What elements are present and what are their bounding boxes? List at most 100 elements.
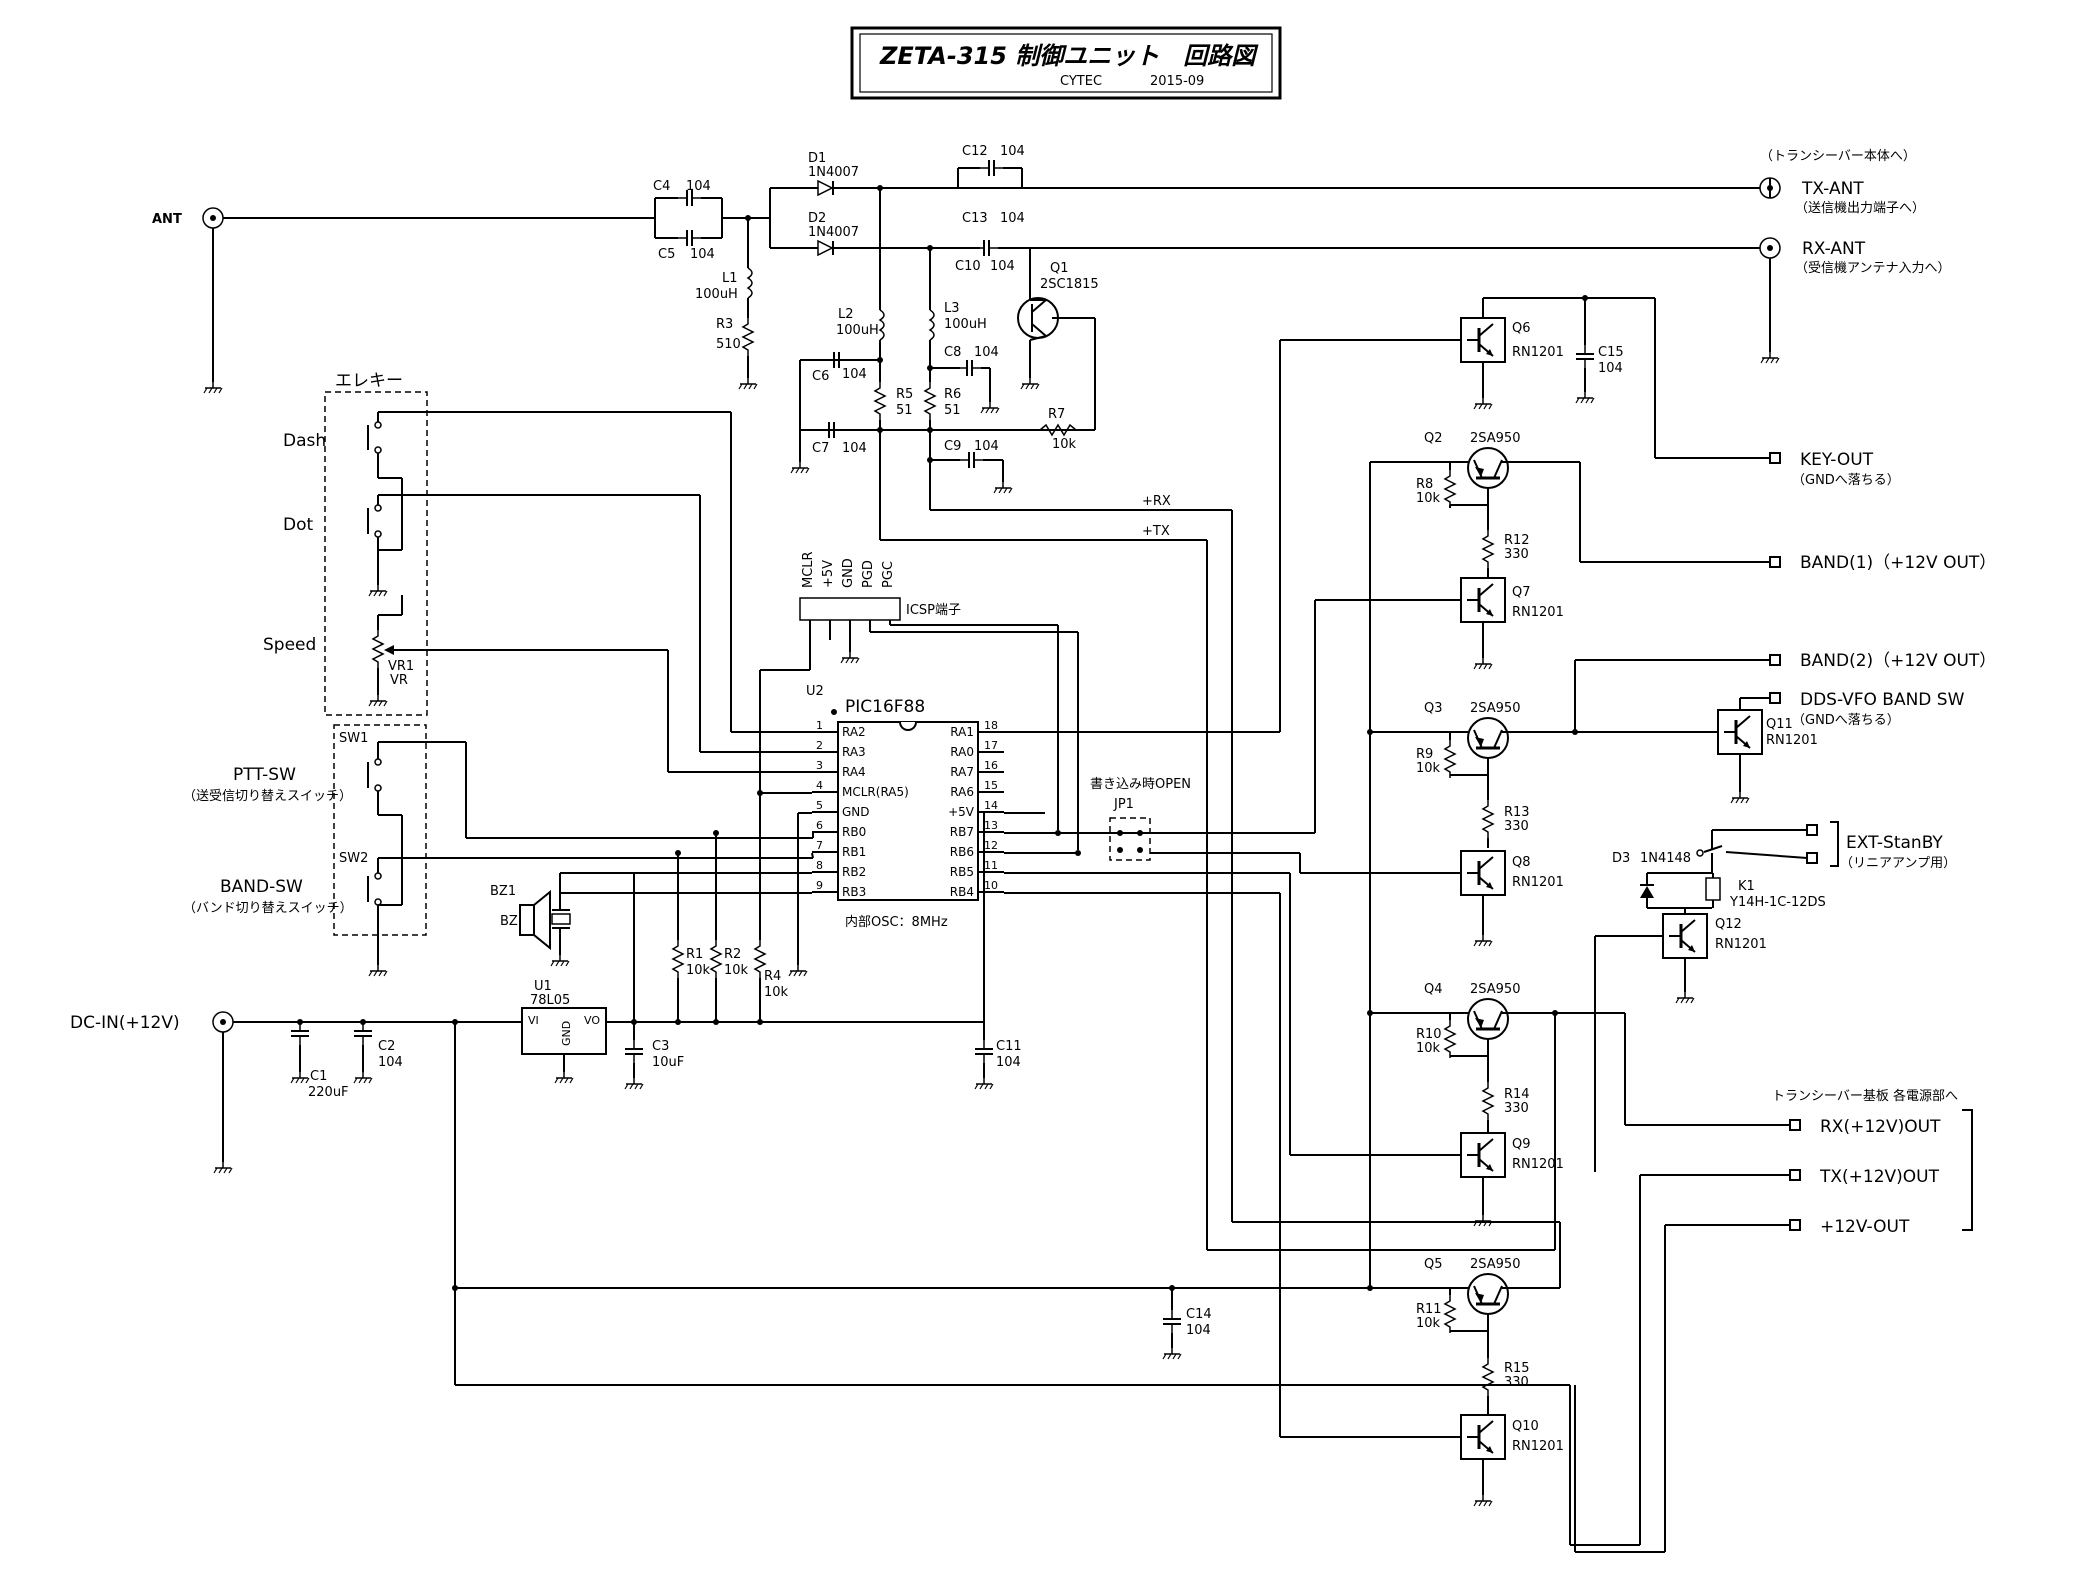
r6-ref: R6: [944, 387, 961, 402]
tx-ant-label: TX-ANT: [1801, 179, 1864, 199]
c12-val: 104: [1000, 144, 1025, 159]
tx-ant-note: （送信機出力端子へ）: [1795, 201, 1925, 216]
r14-ref: R14: [1504, 1087, 1530, 1102]
c4-ref: C4: [653, 179, 670, 194]
q1-val: 2SC1815: [1040, 277, 1099, 292]
icsp-pin-5: PGC: [881, 561, 896, 588]
q5-val: 2SA950: [1470, 1257, 1520, 1272]
q9-val: RN1201: [1512, 1157, 1564, 1172]
r14-val: 330: [1504, 1101, 1529, 1116]
rx-ant-label: RX-ANT: [1802, 239, 1866, 259]
u1-vi: VI: [528, 1014, 539, 1027]
mcu-pin-name: RB4: [950, 885, 974, 899]
dash-label: Dash: [283, 431, 326, 451]
l1-val: 100uH: [695, 287, 738, 302]
band-sw-note: （バンド切り替えスイッチ）: [183, 901, 353, 916]
c3-val: 10uF: [652, 1055, 684, 1070]
to-body-note: （トランシーバー本体へ）: [1760, 149, 1916, 164]
ddsvfo-note: （GNDへ落ちる）: [1792, 713, 1900, 728]
d3-val: 1N4148: [1640, 851, 1691, 866]
pwr-note: トランシーバー基板 各電源部へ: [1772, 1088, 1958, 1104]
mcu-pin-name: RA2: [842, 725, 866, 739]
mcu-pin-name: RA3: [842, 745, 866, 759]
c8-val: 104: [974, 345, 999, 360]
ext-label: EXT-StanBY: [1846, 833, 1943, 853]
r12-ref: R12: [1504, 533, 1530, 548]
ant-label: ANT: [152, 212, 182, 227]
mcu-pin-number: 3: [816, 759, 823, 772]
q10-val: RN1201: [1512, 1439, 1564, 1454]
d1-val: 1N4007: [808, 165, 859, 180]
u2-ref: U2: [806, 684, 824, 699]
l3-val: 100uH: [944, 317, 987, 332]
ddsvfo-label: DDS-VFO BAND SW: [1800, 690, 1965, 710]
mcu-pin-number: 16: [984, 759, 998, 772]
c12-ref: C12: [962, 144, 988, 159]
mcu-pin-name: RB7: [950, 825, 974, 839]
bz1-ref: BZ1: [490, 884, 516, 899]
vr1-ref: VR1: [388, 659, 414, 674]
q8-val: RN1201: [1512, 875, 1564, 890]
mcu-pin-number: 9: [816, 879, 823, 892]
mcu-pin-name: MCLR(RA5): [842, 785, 909, 799]
r8-val: 10k: [1416, 491, 1441, 506]
mcu-pin-name: RB1: [842, 845, 866, 859]
mcu-pin-name: RA1: [950, 725, 974, 739]
q10-ref: Q10: [1512, 1419, 1539, 1434]
mcu-pin-name: RA0: [950, 745, 974, 759]
c5-ref: C5: [658, 247, 675, 262]
c1-val: 220uF: [308, 1085, 349, 1100]
rx12-label: RX(+12V)OUT: [1820, 1117, 1941, 1137]
r15-ref: R15: [1504, 1361, 1530, 1376]
c10-val: 104: [990, 259, 1015, 274]
icsp-pin-2: +5V: [821, 560, 836, 588]
r2-val: 10k: [724, 963, 749, 978]
mcu-osc: 内部OSC：8MHz: [845, 914, 948, 930]
title: ZETA-315 制御ユニット 回路図: [879, 42, 1259, 70]
d1-ref: D1: [808, 151, 826, 166]
q9-ref: Q9: [1512, 1137, 1531, 1152]
c15-val: 104: [1598, 361, 1623, 376]
l2-ref: L2: [838, 307, 854, 322]
q2-ref: Q2: [1424, 431, 1443, 446]
net-tx: +TX: [1142, 524, 1170, 539]
k1-ref: K1: [1738, 879, 1755, 894]
vr-val: VR: [390, 673, 408, 688]
mcu-pin-name: RB0: [842, 825, 866, 839]
ptt-label: PTT-SW: [233, 765, 296, 785]
q7-ref: Q7: [1512, 585, 1531, 600]
q7-val: RN1201: [1512, 605, 1564, 620]
r10-ref: R10: [1416, 1027, 1442, 1042]
l2-val: 100uH: [836, 323, 879, 338]
q3-ref: Q3: [1424, 701, 1443, 716]
mcu-pin-number: 17: [984, 739, 998, 752]
c2-ref: C2: [378, 1039, 395, 1054]
c13-val: 104: [1000, 211, 1025, 226]
r13-val: 330: [1504, 819, 1529, 834]
c7-val: 104: [842, 441, 867, 456]
r10-val: 10k: [1416, 1041, 1441, 1056]
q5-ref: Q5: [1424, 1257, 1443, 1272]
mcu-pin-number: 2: [816, 739, 823, 752]
mcu-pin-number: 5: [816, 799, 823, 812]
u1-gnd: GND: [560, 1021, 573, 1046]
mcu-pin-number: 18: [984, 719, 998, 732]
jp1-ref: JP1: [1113, 797, 1134, 812]
q6-ref: Q6: [1512, 321, 1531, 336]
q4-ref: Q4: [1424, 982, 1443, 997]
mcu-pin-name: RA6: [950, 785, 974, 799]
icsp-pin-1: MCLR: [801, 551, 816, 588]
mcu-pin-name: RB2: [842, 865, 866, 879]
c14-ref: C14: [1186, 1307, 1212, 1322]
r11-ref: R11: [1416, 1302, 1442, 1317]
l1-ref: L1: [722, 271, 738, 286]
r12-val: 330: [1504, 547, 1529, 562]
r8-ref: R8: [1416, 477, 1433, 492]
c10-ref: C10: [955, 259, 981, 274]
date: 2015-09: [1150, 74, 1204, 89]
q11-val: RN1201: [1766, 733, 1818, 748]
r1-ref: R1: [686, 947, 703, 962]
mcu-pin-number: 8: [816, 859, 823, 872]
rx-ant-note: （受信機アンテナ入力へ）: [1795, 261, 1950, 276]
mcu-pin-number: 10: [984, 879, 998, 892]
